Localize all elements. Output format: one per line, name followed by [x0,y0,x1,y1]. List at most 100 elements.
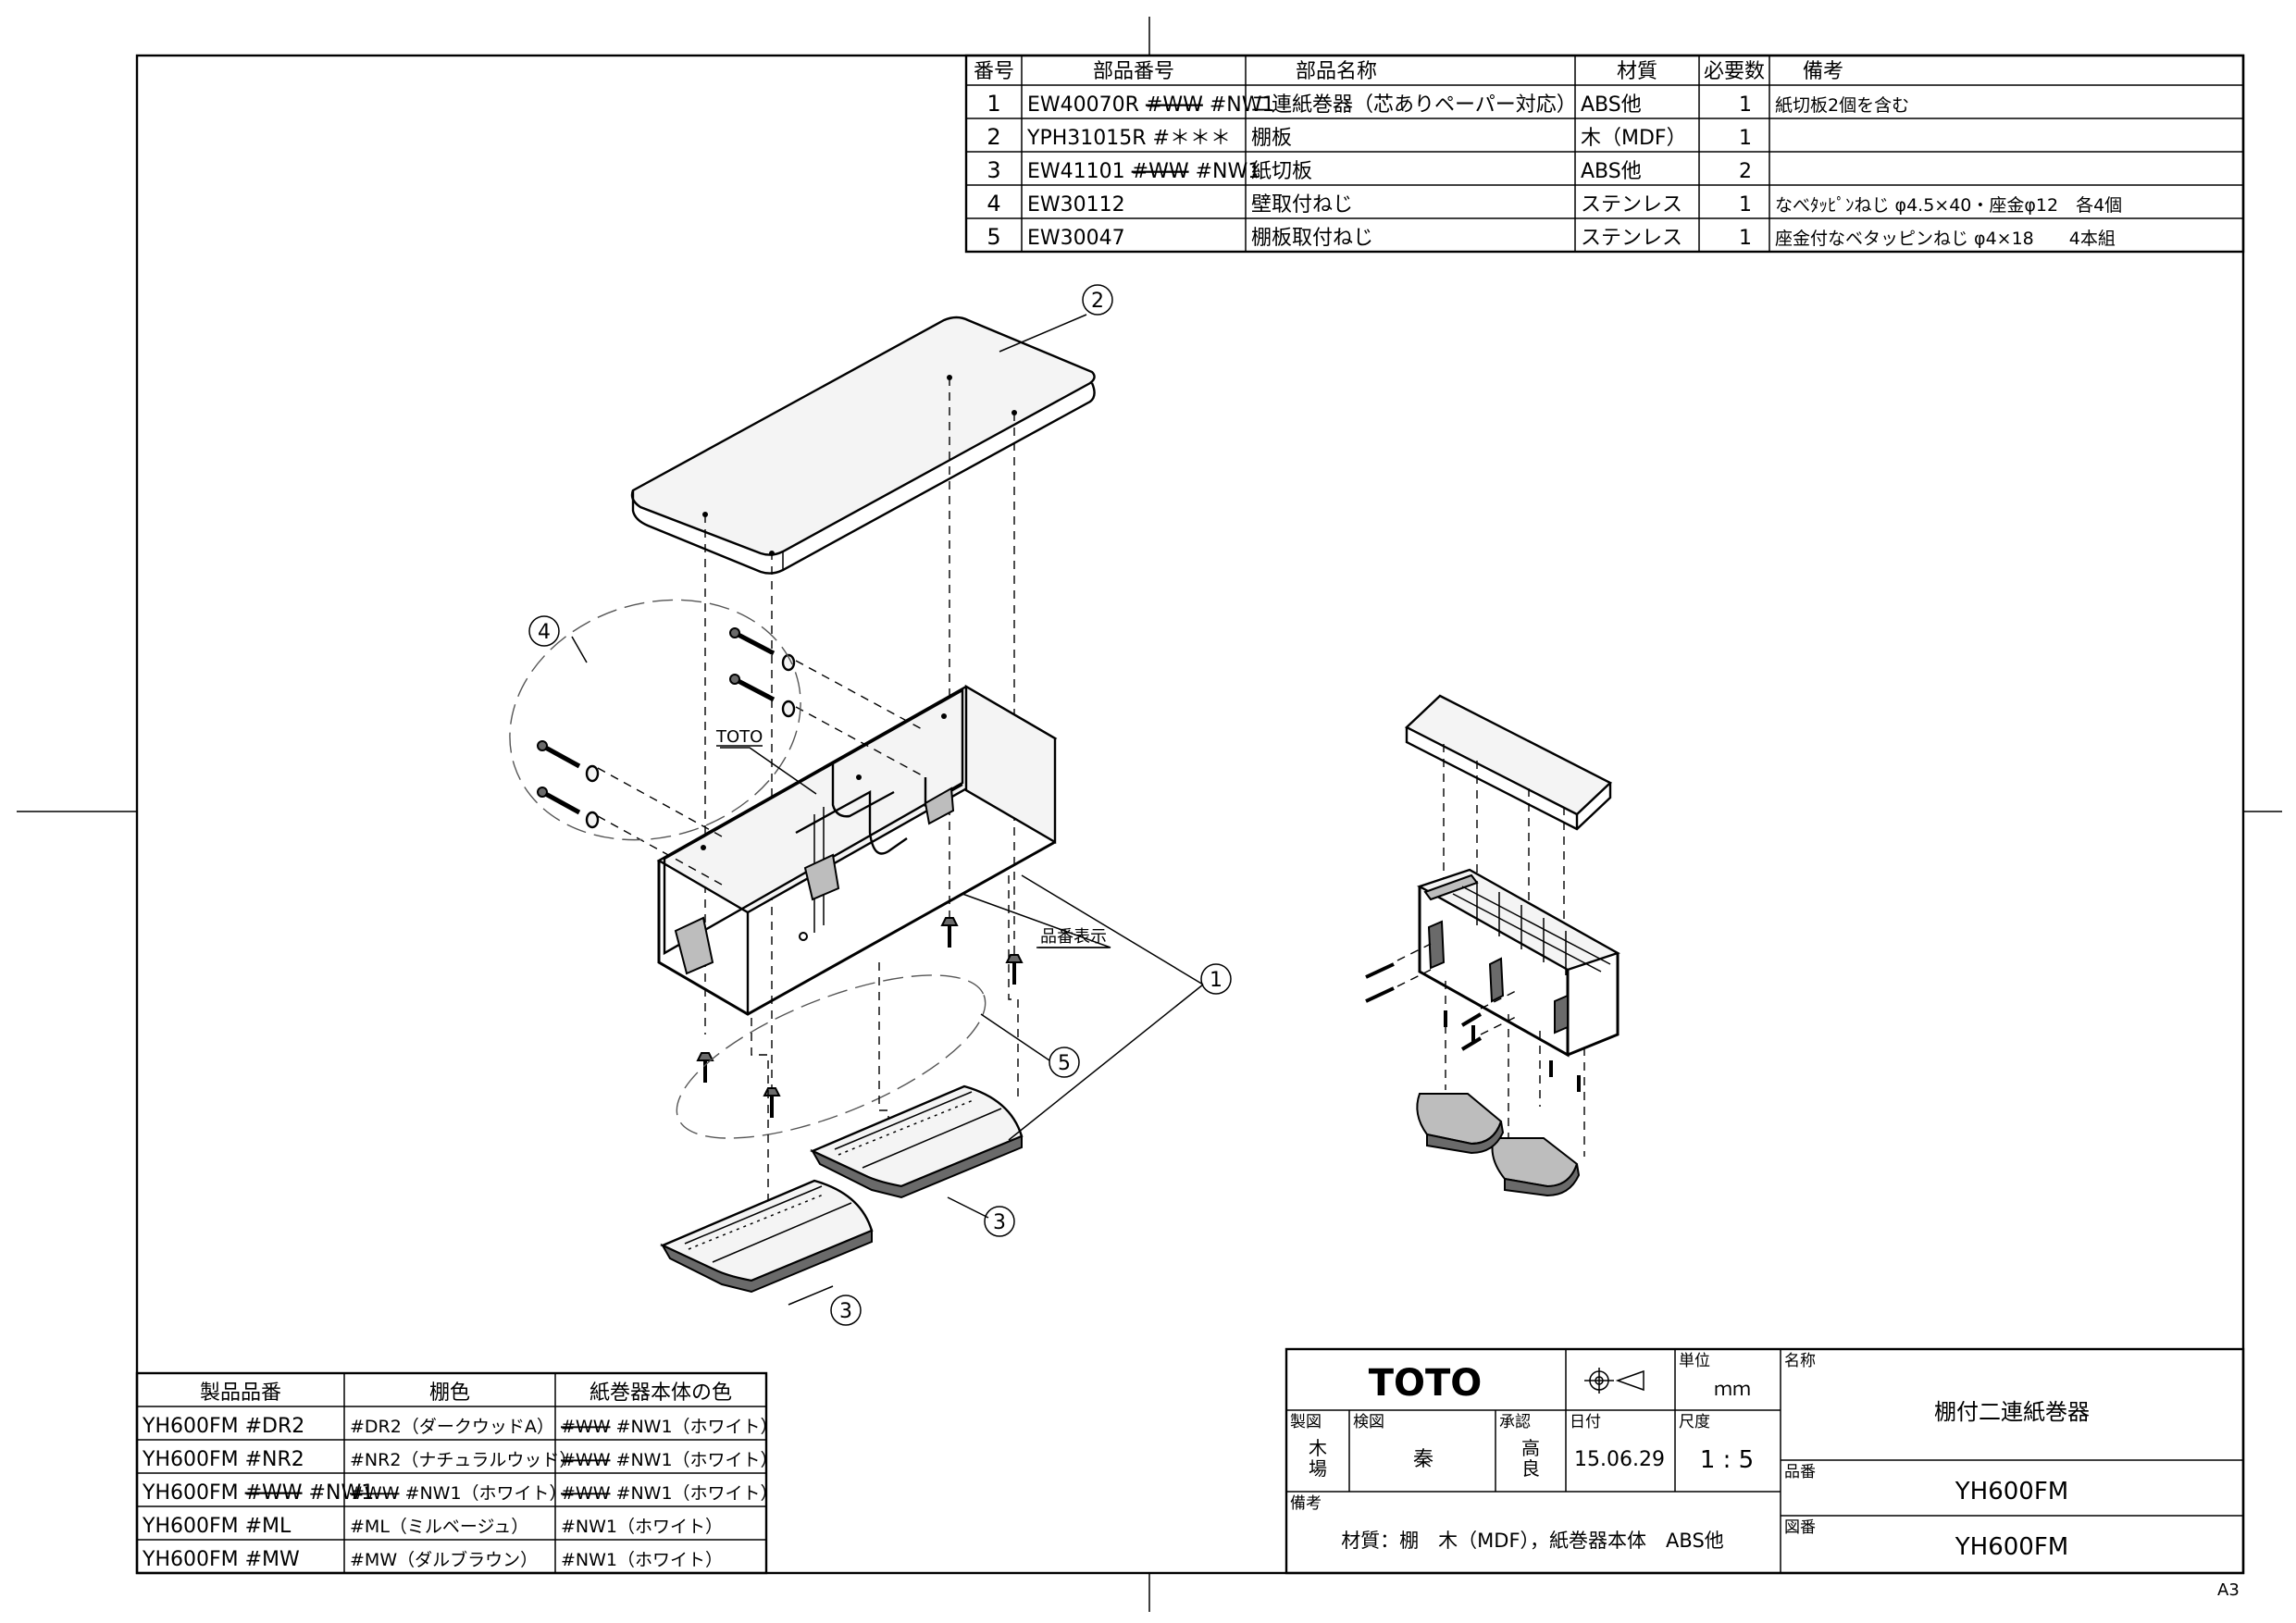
wall-screw [537,787,600,829]
parts-cell-no: 1 [987,91,1000,117]
approved-by-1: 高 [1521,1437,1540,1459]
svg-text:1: 1 [1210,969,1222,992]
color-cell-product: YH600FM #DR2 [142,1415,304,1438]
svg-text:2: 2 [1091,290,1104,313]
parts-cell-partno: YPH31015R #＊＊＊ [1026,127,1231,150]
shelf-holes [702,375,1017,556]
scale-label: 尺度 [1679,1413,1710,1431]
color-cell-body: #WW #NW1（ホワイト） [561,1417,778,1437]
callout-4: 4 [528,615,560,647]
parts-cell-material: ステンレス [1581,227,1682,250]
paper-cutter [660,1179,874,1294]
drawn-label: 製図 [1290,1413,1322,1431]
color-cell-product: YH600FM #WW #NW1 [142,1481,374,1505]
hinban-value: YH600FM [1955,1478,2068,1505]
color-cell-body: #NW1（ホワイト） [561,1517,723,1537]
drawn-by-2: 場 [1309,1457,1327,1480]
parts-cell-material: ABS他 [1581,93,1642,117]
exploded-view-main: 1 2 3 3 4 5 TOTO 品番表示 [509,284,1232,1326]
color-row: YH600FM #DR2 #DR2（ダークウッドA） #WW #NW1（ホワイト… [142,1415,778,1438]
wall-screw-axis-lines [597,660,926,886]
parts-cell-qty: 1 [1739,193,1752,217]
remarks-label: 備考 [1290,1494,1322,1513]
svg-text:3: 3 [839,1300,852,1323]
parts-header-material: 材質 [1617,60,1657,83]
unit-value: ｍｍ [1714,1378,1751,1400]
color-cell-body: #WW #NW1（ホワイト） [561,1450,778,1470]
date-label: 日付 [1570,1413,1601,1431]
parts-row: 5 EW30047 棚板取付ねじ ステンレス 1 座金付なベタッピンねじ φ4×… [987,224,2116,250]
callout-3: 3 [984,1206,1015,1237]
name-label: 名称 [1784,1352,1816,1370]
title-block: TOTO 単位 ｍｍ 名称 棚付二連紙巻器 製図 木 場 検図 秦 承認 高 良… [1285,1347,2245,1575]
partno-suffix: #NW1 [1189,160,1261,183]
approved-by-2: 良 [1521,1457,1540,1480]
parts-header-note: 備考 [1803,60,1843,83]
parts-cell-name: 棚板 [1251,127,1292,150]
brand-logo: TOTO [1369,1362,1483,1405]
color-cell-body: #WW #NW1（ホワイト） [561,1483,778,1504]
parts-cell-no: 4 [987,191,1000,217]
color-header-shelf: 棚色 [429,1381,470,1405]
parts-cell-name: 二連紙巻器（芯ありペーパー対応） [1251,93,1577,117]
shelf-mount-screw [763,1087,781,1118]
wall-screw [729,674,796,718]
toto-mark-label: TOTO [715,727,763,747]
parts-header-name: 部品名称 [1296,60,1377,83]
hinban-label: 品番 [1784,1463,1816,1481]
leader-lines [571,314,1204,1306]
color-header-body: 紙巻器本体の色 [590,1381,732,1405]
color-cell-shelf: #DR2（ダークウッドA） [350,1417,554,1437]
callout-5: 5 [1049,1047,1080,1078]
parts-row: 1 EW40070R #WW #NW1 二連紙巻器（芯ありペーパー対応） ABS… [987,91,1909,117]
wall-screw [729,627,796,672]
parts-cell-qty: 2 [1739,160,1752,183]
shelf-board [630,316,1096,575]
paper-holder-body [656,684,1058,1016]
partno-struck: #WW [1146,93,1203,117]
exploded-view-secondary [1365,694,1620,1197]
unit-label: 単位 [1679,1352,1710,1370]
partno-prefix: EW41101 [1027,160,1132,183]
zuban-label: 図番 [1784,1518,1816,1537]
color-cell-body: #NW1（ホワイト） [561,1550,723,1570]
svg-text:5: 5 [1058,1052,1071,1075]
color-cell-shelf: #WW #NW1（ホワイト） [350,1483,567,1504]
color-row: YH600FM #ML #ML（ミルベージュ） #NW1（ホワイト） [142,1515,723,1538]
hinban-display-label: 品番表示 [1040,927,1107,947]
callout-1: 1 [1200,963,1232,995]
color-cell-product: YH600FM #MW [142,1548,300,1571]
sheet-size-label: A3 [2217,1580,2240,1600]
centering-marks [17,17,2282,1612]
partno-prefix: EW30047 [1027,227,1125,250]
parts-cell-no: 3 [987,157,1000,183]
color-row: YH600FM #MW #MW（ダルブラウン） #NW1（ホワイト） [142,1548,723,1571]
shelf-mount-screw [696,1052,714,1083]
partno-prefix: EW40070R [1027,93,1146,117]
shelf-mount-screw [940,917,959,948]
parts-cell-qty: 1 [1739,227,1752,250]
partno-prefix: EW30112 [1027,193,1125,217]
svg-text:3: 3 [993,1211,1006,1234]
parts-row: 4 EW30112 壁取付ねじ ステンレス 1 なべﾀｯﾋﾟﾝねじ φ4.5×4… [987,191,2122,217]
parts-cell-note: 座金付なベタッピンねじ φ4×18 4本組 [1775,229,2116,249]
parts-cell-note: なべﾀｯﾋﾟﾝねじ φ4.5×40・座金φ12 各4個 [1775,195,2122,216]
parts-cell-no: 5 [987,224,1000,250]
wall-screw [537,740,600,783]
color-variant-table: 製品品番 棚色 紙巻器本体の色 YH600FM #DR2 #DR2（ダークウッド… [135,1371,778,1575]
parts-cell-name: 紙切板 [1251,160,1312,183]
parts-table: 番号 部品番号 部品名称 材質 必要数 備考 1 EW40070R #WW #N… [964,54,2245,254]
checked-label: 検図 [1353,1413,1384,1431]
color-header-product: 製品品番 [200,1381,281,1405]
partno-suffix: #NW1 [1203,93,1275,117]
parts-row: 2 YPH31015R #＊＊＊ 棚板 木（MDF） 1 [987,124,1752,150]
parts-cell-note: 紙切板2個を含む [1775,95,1909,116]
wall-screw-group-outline [509,599,801,841]
drawing-frame [135,54,2245,1575]
product-name: 棚付二連紙巻器 [1934,1399,2090,1425]
drawn-by-1: 木 [1309,1437,1327,1459]
callout-3: 3 [830,1295,862,1326]
parts-header-no: 番号 [974,60,1014,83]
parts-cell-partno: EW30112 [1027,193,1125,217]
